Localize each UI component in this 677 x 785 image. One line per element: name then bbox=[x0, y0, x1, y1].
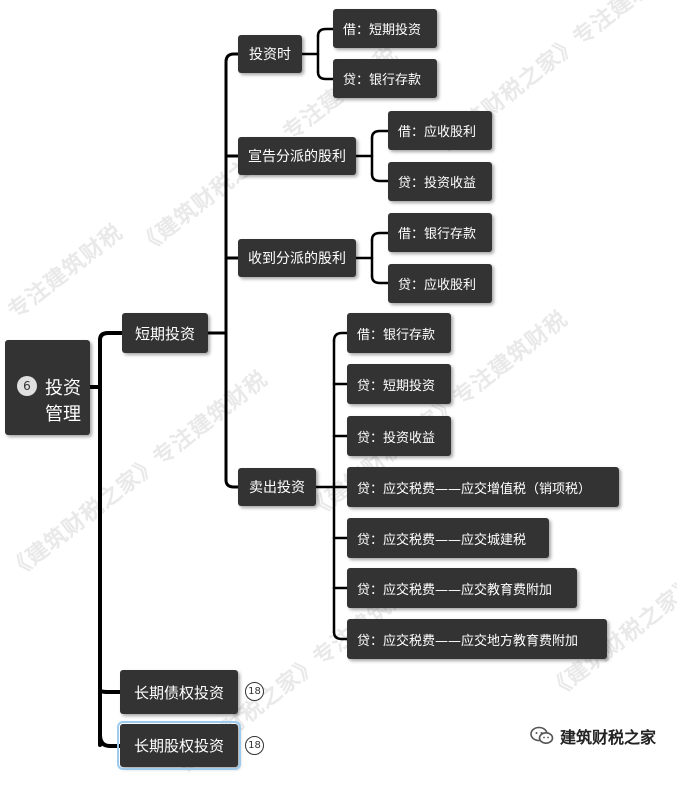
entry-credit-bank-deposit[interactable]: 贷：银行存款 bbox=[333, 59, 437, 98]
wechat-icon bbox=[530, 726, 554, 744]
entry-sell-credit-investment-income[interactable]: 贷：投资收益 bbox=[347, 416, 451, 456]
node-long-term-equity-investment[interactable]: 长期股权投资 bbox=[117, 721, 241, 770]
root-number-badge: 6 bbox=[17, 376, 37, 396]
bond-count-badge[interactable]: 18 bbox=[245, 682, 264, 701]
node-short-term-investment[interactable]: 短期投资 bbox=[122, 313, 208, 353]
entry-debit-short-term-investment[interactable]: 借：短期投资 bbox=[333, 9, 437, 48]
root-node[interactable]: 6 投资 管理 bbox=[5, 340, 90, 435]
entry-debit-bank-deposit[interactable]: 借：银行存款 bbox=[388, 213, 492, 252]
entry-sell-credit-local-education-surcharge[interactable]: 贷：应交税费——应交地方教育费附加 bbox=[347, 619, 607, 659]
node-long-term-bond-investment[interactable]: 长期债权投资 bbox=[120, 670, 238, 714]
entry-sell-credit-education-surcharge[interactable]: 贷：应交税费——应交教育费附加 bbox=[347, 568, 577, 608]
entry-sell-credit-short-term-investment[interactable]: 贷：短期投资 bbox=[347, 364, 451, 404]
entry-sell-credit-urban-construction-tax[interactable]: 贷：应交税费——应交城建税 bbox=[347, 518, 549, 558]
connector-lines bbox=[88, 27, 390, 748]
root-title-line1: 投资 bbox=[45, 378, 81, 399]
node-dividend-declared[interactable]: 宣告分派的股利 bbox=[238, 137, 356, 175]
entry-sell-debit-bank-deposit[interactable]: 借：银行存款 bbox=[347, 313, 451, 353]
node-at-investment[interactable]: 投资时 bbox=[238, 35, 302, 73]
brand-name: 建筑财税之家 bbox=[560, 728, 657, 747]
brand-logo: 建筑财税之家 bbox=[530, 724, 656, 748]
entry-credit-investment-income[interactable]: 贷：投资收益 bbox=[388, 162, 492, 201]
root-title-line2: 管理 bbox=[45, 404, 81, 425]
entry-debit-dividend-receivable[interactable]: 借：应收股利 bbox=[388, 111, 492, 150]
entry-sell-credit-output-vat[interactable]: 贷：应交税费——应交增值税（销项税） bbox=[347, 467, 619, 507]
entry-credit-dividend-receivable[interactable]: 贷：应收股利 bbox=[388, 264, 492, 303]
equity-count-badge[interactable]: 18 bbox=[245, 736, 264, 755]
node-dividend-received[interactable]: 收到分派的股利 bbox=[238, 239, 356, 277]
node-sell-investment[interactable]: 卖出投资 bbox=[238, 468, 316, 506]
